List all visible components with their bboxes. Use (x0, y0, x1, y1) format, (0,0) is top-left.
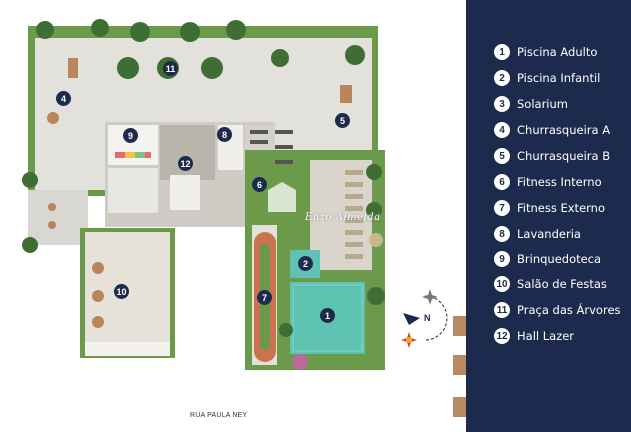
site-floor-plan (22, 19, 466, 417)
legend-label: Solarium (517, 97, 568, 111)
legend-item: 2 Piscina Infantil (494, 68, 600, 88)
legend-label: Fitness Interno (517, 175, 602, 189)
legend-item: 7 Fitness Externo (494, 198, 605, 218)
map-marker-12: 12 (178, 156, 193, 171)
legend-label: Praça das Árvores (517, 303, 621, 317)
legend-number: 10 (494, 276, 510, 292)
map-marker-9: 9 (123, 128, 138, 143)
legend-number: 9 (494, 251, 510, 267)
neighbor-block (453, 316, 466, 336)
legend-item: 3 Solarium (494, 94, 568, 114)
neighbor-block (453, 397, 466, 417)
map-marker-2: 2 (298, 256, 313, 271)
legend-number: 11 (494, 302, 510, 318)
legend-number: 3 (494, 96, 510, 112)
legend-number: 4 (494, 122, 510, 138)
left-deck (28, 190, 88, 245)
legend-panel: 1 Piscina Adulto 2 Piscina Infantil 3 Solar… (466, 0, 631, 432)
legend-item: 11 Praça das Árvores (494, 300, 621, 320)
neighbor-block (453, 355, 466, 375)
legend-item: 10 Salão de Festas (494, 274, 607, 294)
legend-label: Brinquedoteca (517, 252, 602, 266)
legend-item: 12 Hall Lazer (494, 326, 574, 346)
map-marker-11: 11 (163, 61, 178, 76)
legend-label: Lavanderia (517, 227, 581, 241)
legend-number: 7 (494, 200, 510, 216)
sun-icon (401, 332, 417, 348)
legend-number: 5 (494, 148, 510, 164)
legend-item: 8 Lavanderia (494, 224, 581, 244)
legend-label: Churrasqueira A (517, 123, 611, 137)
legend-label: Piscina Adulto (517, 45, 598, 59)
compass-north-label: N (424, 313, 431, 323)
legend-item: 9 Brinquedoteca (494, 249, 601, 269)
map-marker-8: 8 (217, 127, 232, 142)
legend-item: 5 Churrasqueira B (494, 146, 610, 166)
map-marker-6: 6 (252, 177, 267, 192)
map-marker-4: 4 (56, 91, 71, 106)
legend-item: 1 Piscina Adulto (494, 42, 597, 62)
map-marker-1: 1 (320, 308, 335, 323)
legend-number: 12 (494, 328, 510, 344)
watermark-text: Enzo Almeida (305, 212, 381, 223)
legend-label: Salão de Festas (517, 277, 607, 291)
legend-label: Hall Lazer (517, 329, 575, 343)
legend-number: 1 (494, 44, 510, 60)
legend-number: 8 (494, 226, 510, 242)
legend-label: Churrasqueira B (517, 149, 611, 163)
legend-number: 2 (494, 70, 510, 86)
street-label: RUA PAULA NEY (190, 412, 248, 419)
legend-label: Fitness Externo (517, 201, 605, 215)
map-marker-7: 7 (257, 290, 272, 305)
moon-icon (422, 289, 438, 305)
legend-number: 6 (494, 174, 510, 190)
legend-label: Piscina Infantil (517, 71, 601, 85)
map-marker-5: 5 (335, 113, 350, 128)
legend-item: 6 Fitness Interno (494, 172, 602, 192)
north-arrow (403, 313, 420, 325)
watermark-logo-icon (268, 182, 296, 212)
legend-item: 4 Churrasqueira A (494, 120, 610, 140)
map-marker-10: 10 (114, 284, 129, 299)
